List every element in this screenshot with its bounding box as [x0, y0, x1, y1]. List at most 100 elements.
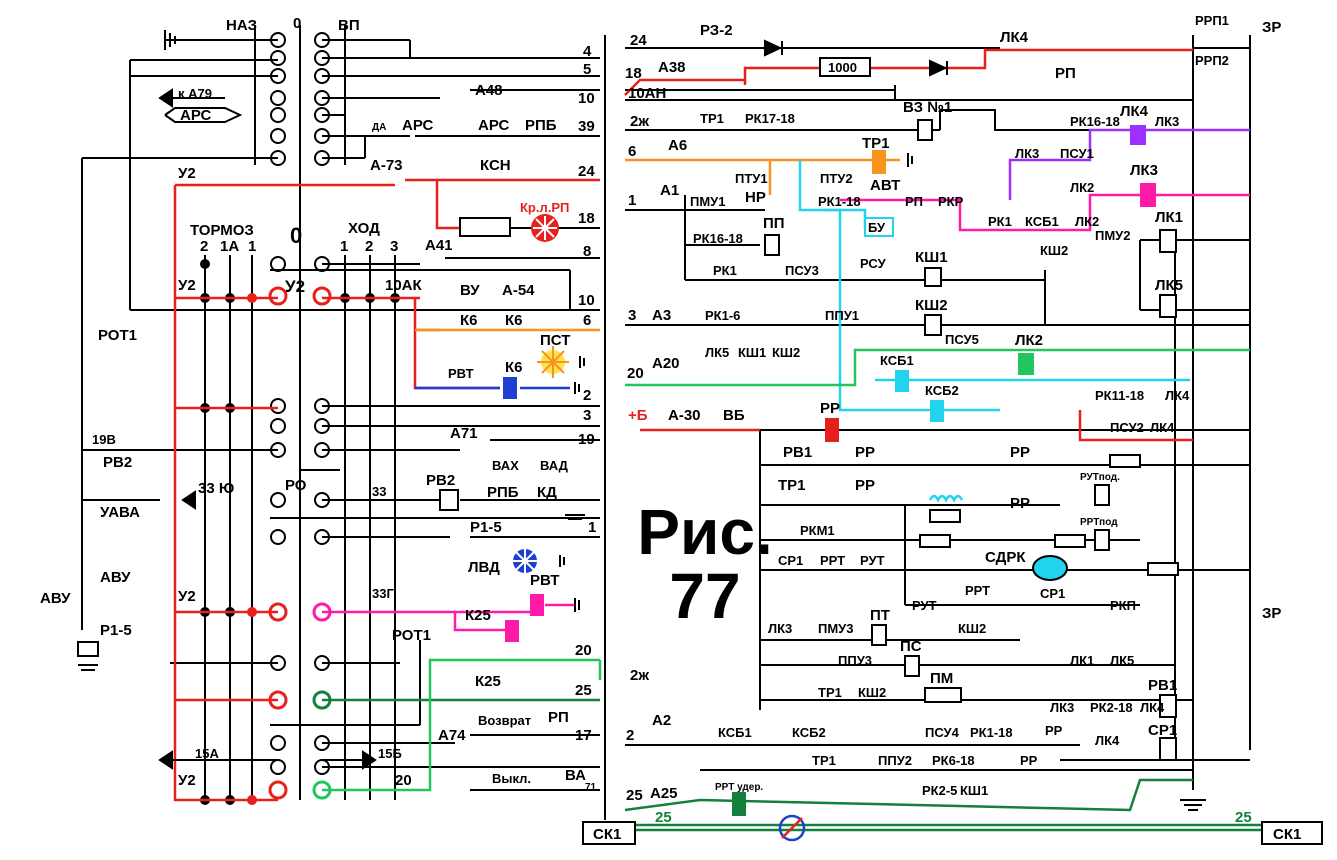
fuse-symbol	[778, 814, 806, 842]
svg-text:2ж: 2ж	[630, 113, 649, 130]
svg-text:РР: РР	[1020, 753, 1038, 768]
label-u2-a: У2	[178, 165, 196, 182]
wire-numbers-right: 24 18 10АН 2ж 6 1 3 20 +Б 2ж 2 25 25 25	[625, 32, 1252, 826]
svg-text:ПТУ1: ПТУ1	[735, 171, 768, 186]
coil-lk3	[1140, 183, 1156, 207]
resistor-rr	[1109, 454, 1141, 468]
coil-rr	[825, 418, 839, 442]
svg-text:РВ1: РВ1	[1148, 677, 1177, 694]
coil-pp	[764, 234, 780, 256]
svg-text:РР: РР	[1010, 444, 1030, 461]
svg-text:ПП: ПП	[763, 215, 785, 232]
svg-text:ЛК3: ЛК3	[1050, 700, 1074, 715]
inductor	[928, 494, 964, 503]
lamp-lvd	[511, 547, 539, 575]
header-h1: 1	[340, 238, 348, 255]
svg-text:РК16-18: РК16-18	[693, 231, 743, 246]
svg-text:РВ1: РВ1	[783, 444, 812, 461]
coil-ksh2	[924, 314, 942, 336]
svg-text:РК1: РК1	[988, 214, 1012, 229]
coil-rut-pod	[1094, 484, 1110, 506]
label-ars-1: АРС	[180, 107, 211, 124]
svg-text:РЗ-2: РЗ-2	[700, 22, 733, 39]
svg-text:ЛК2: ЛК2	[1015, 332, 1043, 349]
svg-text:24: 24	[578, 163, 595, 180]
svg-text:БУ: БУ	[868, 220, 886, 235]
svg-text:РРТ: РРТ	[820, 553, 845, 568]
svg-text:19: 19	[578, 431, 595, 448]
svg-text:2: 2	[583, 387, 591, 404]
svg-text:ПМУ2: ПМУ2	[1095, 228, 1131, 243]
svg-text:НР: НР	[745, 189, 766, 206]
svg-text:20: 20	[575, 642, 592, 659]
svg-text:3: 3	[628, 307, 636, 324]
svg-text:КШ2: КШ2	[1040, 243, 1068, 258]
svg-text:А1: А1	[660, 182, 679, 199]
coil-rrt-pod	[1094, 529, 1110, 551]
lamp-pst	[537, 346, 569, 378]
coil-p15	[77, 641, 99, 657]
svg-text:РРП1: РРП1	[1195, 13, 1229, 28]
label-k6-b: К6	[505, 312, 523, 329]
label-rot1-b: РОТ1	[392, 627, 431, 644]
svg-text:КШ2: КШ2	[772, 345, 800, 360]
svg-text:СР1: СР1	[778, 553, 803, 568]
svg-text:А25: А25	[650, 785, 678, 802]
header-tormoz: ТОРМОЗ	[190, 222, 254, 239]
label-rpb-1: РПБ	[525, 117, 557, 134]
svg-text:КШ2: КШ2	[915, 297, 948, 314]
svg-text:6: 6	[628, 143, 636, 160]
coil-tr1	[872, 150, 886, 174]
svg-text:ЛК3: ЛК3	[1155, 114, 1179, 129]
svg-text:РК1: РК1	[713, 263, 737, 278]
svg-text:А38: А38	[658, 59, 686, 76]
svg-text:ТР1: ТР1	[778, 477, 806, 494]
svg-text:17: 17	[575, 727, 592, 744]
label-ro: РО	[285, 477, 307, 494]
svg-text:РР: РР	[1045, 723, 1063, 738]
resistor-rr-2	[929, 509, 961, 523]
svg-text:ПСУ3: ПСУ3	[785, 263, 819, 278]
label-p15-a: Р1-5	[470, 519, 502, 536]
label-33: 33	[372, 484, 386, 499]
svg-text:20: 20	[627, 365, 644, 382]
svg-text:ПСУ5: ПСУ5	[945, 332, 979, 347]
svg-text:ТР1: ТР1	[862, 135, 890, 152]
svg-text:6: 6	[583, 312, 591, 329]
svg-text:2: 2	[626, 727, 634, 744]
label-rpb-2: РПБ	[487, 484, 519, 501]
ground-right	[907, 153, 1206, 811]
svg-text:РРТпод: РРТпод	[1080, 517, 1118, 528]
svg-text:4: 4	[583, 43, 592, 60]
label-vozvrat: Возврат	[478, 713, 531, 728]
svg-text:ЛК5: ЛК5	[1110, 653, 1134, 668]
svg-text:25: 25	[1235, 809, 1252, 826]
label-vykl: Выкл.	[492, 771, 531, 786]
svg-text:РП: РП	[1055, 65, 1076, 82]
svg-text:КШ1: КШ1	[960, 783, 988, 798]
svg-text:5: 5	[583, 61, 591, 78]
svg-text:РК1-18: РК1-18	[970, 725, 1013, 740]
header-h3: 3	[390, 238, 398, 255]
svg-text:РП: РП	[905, 194, 923, 209]
label-sk1-left: СК1	[593, 826, 621, 843]
svg-text:25: 25	[655, 809, 672, 826]
coil-k25	[505, 620, 519, 642]
svg-text:ЛК2: ЛК2	[1075, 214, 1099, 229]
svg-text:АВТ: АВТ	[870, 177, 900, 194]
svg-text:КШ1: КШ1	[915, 249, 948, 266]
label-rv2-b: РВ2	[426, 472, 455, 489]
svg-text:РРТ удер.: РРТ удер.	[715, 782, 763, 793]
svg-text:РКП: РКП	[1110, 598, 1136, 613]
label-a54: А-54	[502, 282, 535, 299]
label-vah: ВАХ	[492, 458, 519, 473]
coil-k6	[503, 377, 517, 399]
svg-text:РК17-18: РК17-18	[745, 111, 795, 126]
svg-text:РРТ: РРТ	[965, 583, 990, 598]
label-pst: ПСТ	[540, 332, 570, 349]
svg-text:ЛК4: ЛК4	[1165, 388, 1190, 403]
label-ksn: КСН	[480, 157, 511, 174]
svg-text:РР: РР	[855, 477, 875, 494]
label-15b: 15Б	[378, 746, 402, 761]
svg-text:ПТ: ПТ	[870, 607, 890, 624]
